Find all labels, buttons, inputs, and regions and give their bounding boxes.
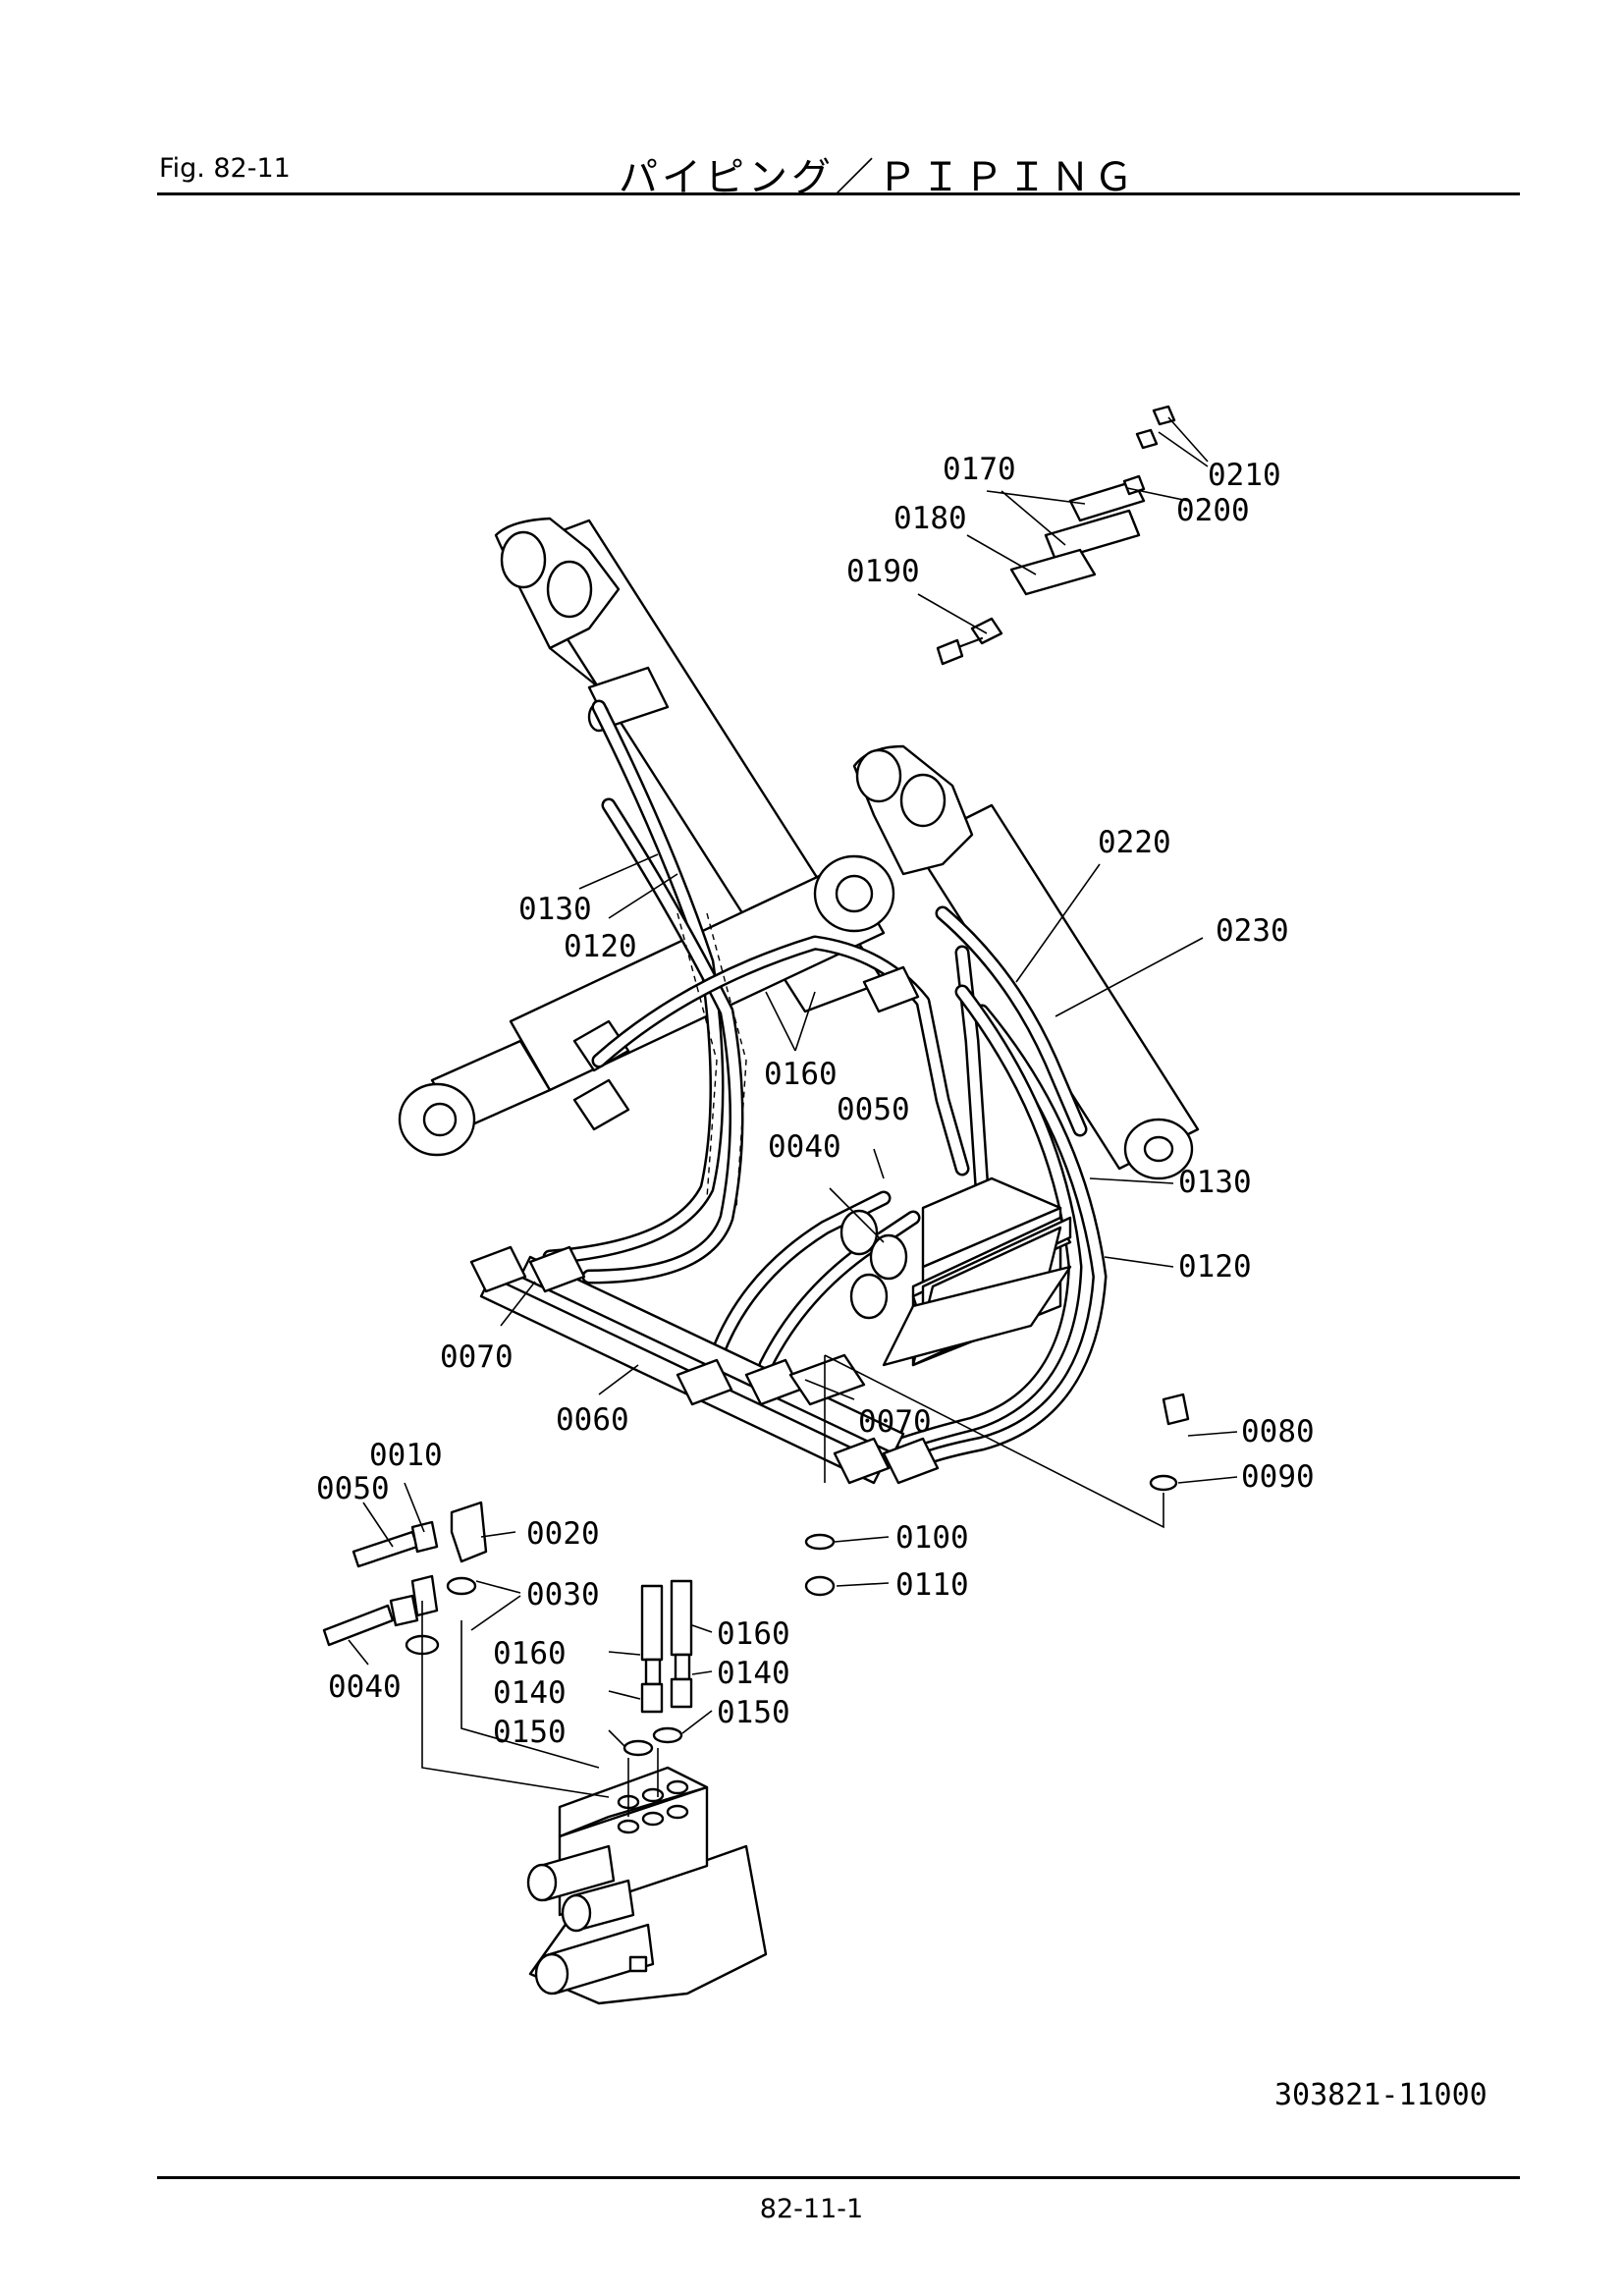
- callout-0070-left: 0070: [440, 1339, 514, 1375]
- callout-0190: 0190: [846, 554, 920, 589]
- callout-0150-right: 0150: [717, 1695, 790, 1730]
- hidden-lines: [676, 912, 747, 1209]
- callout-0040-lower: 0040: [328, 1669, 402, 1705]
- pipe-assembly: [469, 965, 940, 1485]
- callout-0090: 0090: [1241, 1459, 1315, 1495]
- callout-0050-upper: 0050: [837, 1092, 910, 1127]
- callout-0030: 0030: [526, 1577, 600, 1613]
- hoses: [542, 699, 1108, 1471]
- callout-0150-left: 0150: [493, 1715, 567, 1750]
- callout-0220: 0220: [1098, 825, 1171, 860]
- callout-0020: 0020: [526, 1516, 600, 1552]
- page-number: 82-11-1: [759, 2194, 864, 2224]
- callout-0180: 0180: [893, 501, 967, 536]
- callout-0120-upper: 0120: [564, 929, 637, 964]
- callout-0120-right: 0120: [1178, 1249, 1252, 1285]
- callout-0060: 0060: [556, 1402, 629, 1438]
- callout-0160-upper: 0160: [764, 1057, 838, 1092]
- callout-0210: 0210: [1208, 458, 1281, 493]
- callout-0230: 0230: [1216, 913, 1289, 949]
- arm-cylinder: [398, 854, 895, 1157]
- lower-valve-block: [526, 1766, 768, 2005]
- callout-0140-left: 0140: [493, 1675, 567, 1711]
- header-rule: [157, 192, 1520, 195]
- callout-0110: 0110: [895, 1567, 969, 1603]
- callout-0130-upper: 0130: [518, 892, 592, 927]
- callout-0040-upper: 0040: [768, 1129, 841, 1165]
- callout-0200: 0200: [1176, 493, 1250, 528]
- callout-0100: 0100: [895, 1520, 969, 1556]
- callout-0050-lower: 0050: [316, 1471, 390, 1506]
- figure-number: Fig. 82-11: [159, 153, 291, 184]
- callout-0140-right: 0140: [717, 1656, 790, 1691]
- callouts: 0170 0180 0190 0200 0210 0220 0230 0130 …: [316, 452, 1315, 1750]
- leader-lines: [348, 416, 1238, 1747]
- callout-0160-left: 0160: [493, 1636, 567, 1671]
- callout-0070-right: 0070: [858, 1404, 932, 1440]
- callout-0130-right: 0130: [1178, 1165, 1252, 1200]
- callout-0010: 0010: [369, 1438, 443, 1473]
- right-cylinder: [852, 744, 1200, 1180]
- drawing-number: 303821-11000: [1274, 2078, 1488, 2112]
- fittings: [322, 1393, 1190, 1757]
- clamp-parts: [936, 405, 1176, 666]
- upper-valve-block: [839, 1176, 1072, 1367]
- footer-rule: [157, 2176, 1520, 2179]
- assembly-lead-lines: [421, 1354, 1164, 1817]
- callout-0160-right: 0160: [717, 1616, 790, 1652]
- callout-0080: 0080: [1241, 1414, 1315, 1449]
- callout-0170: 0170: [943, 452, 1016, 487]
